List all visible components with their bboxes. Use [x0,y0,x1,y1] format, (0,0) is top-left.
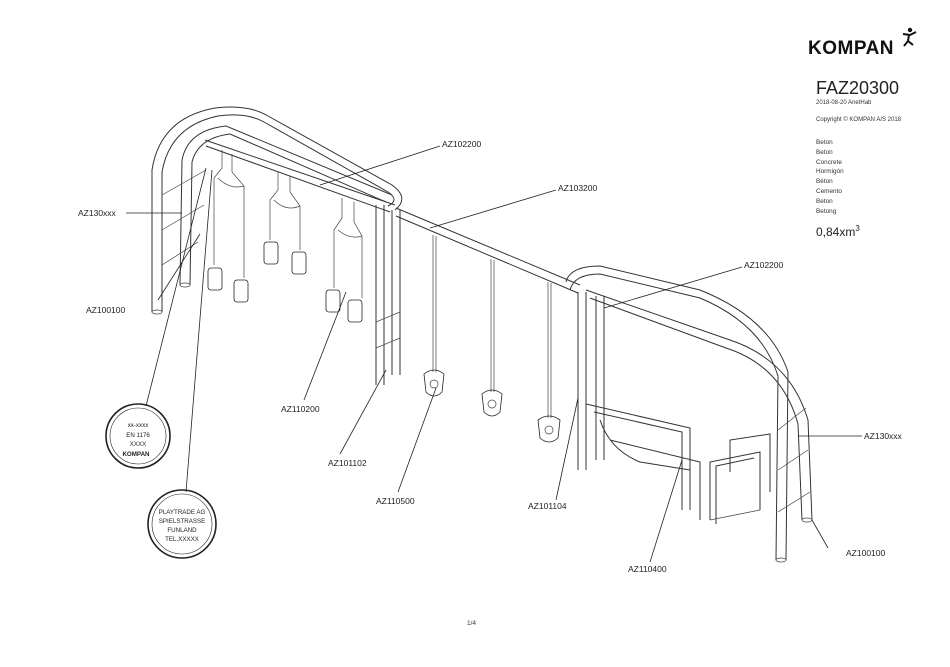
label-az130-right: AZ130xxx [864,431,903,441]
kompan-logo: KOMPAN [808,38,895,59]
label-az110400: AZ110400 [628,564,667,574]
material-item: Cemento [816,187,842,195]
copyright: Copyright © KOMPAN A/S 2018 [816,117,902,123]
stamp-cert-line3: XXXX [130,441,147,448]
stamp-address-line1: PLAYTRADE AG [159,509,206,516]
label-az101102: AZ101102 [328,458,367,468]
date-author: 2018-08-20 AnetHab [816,100,872,106]
label-az100100-left: AZ100100 [86,305,125,315]
leader-lines [126,145,862,563]
right-arch-frame [565,265,813,563]
label-az103200: AZ103200 [558,183,597,193]
concrete-volume: 0,84xm3 [816,224,860,239]
left-arch-frame [151,106,403,385]
label-az100100-right: AZ100100 [846,548,885,558]
label-az102200-top: AZ102200 [442,139,481,149]
label-az101104: AZ101104 [528,501,567,511]
label-az102200-right: AZ102200 [744,260,783,270]
address-stamp: PLAYTRADE AG SPIELSTRASSE FUNLAND TEL.XX… [147,489,217,559]
certification-stamp: xx-xxxx EN 1176 XXXX KOMPAN [105,403,171,469]
kompan-figure-icon [902,27,917,47]
materials-list: Beton Beton Concrete Hormigón Béton Ceme… [816,138,844,216]
stamp-address-line3: FUNLAND [167,527,197,534]
hanging-swings [423,235,561,443]
stamp-cert-logo: KOMPAN [122,451,150,458]
label-az130-left: AZ130xxx [78,208,117,218]
material-item: Beton [816,139,833,146]
product-code: FAZ20300 [816,78,900,98]
material-item: Beton [816,148,833,156]
material-item: Béton [816,178,833,186]
part-labels: AZ130xxx AZ100100 AZ102200 AZ103200 AZ10… [78,139,903,574]
label-az110500: AZ110500 [376,496,415,506]
material-item: Concrete [816,158,842,166]
stamp-address-line4: TEL.XXXXX [165,536,199,543]
material-item: Hormigón [816,168,844,176]
hanging-rings [207,150,363,323]
stamp-cert-line1: xx-xxxx [128,422,150,429]
stamp-cert-line2: EN 1176 [126,432,150,439]
material-item: Betong [816,207,837,215]
connecting-beam [395,207,581,294]
volume-unit-sup: 3 [855,224,860,233]
stamp-address-line2: SPIELSTRASSE [159,518,205,525]
material-item: Beton [816,197,833,205]
page-number: 1/4 [467,620,477,627]
label-az110200: AZ110200 [281,404,320,414]
volume-value: 0,84xm [816,225,856,239]
